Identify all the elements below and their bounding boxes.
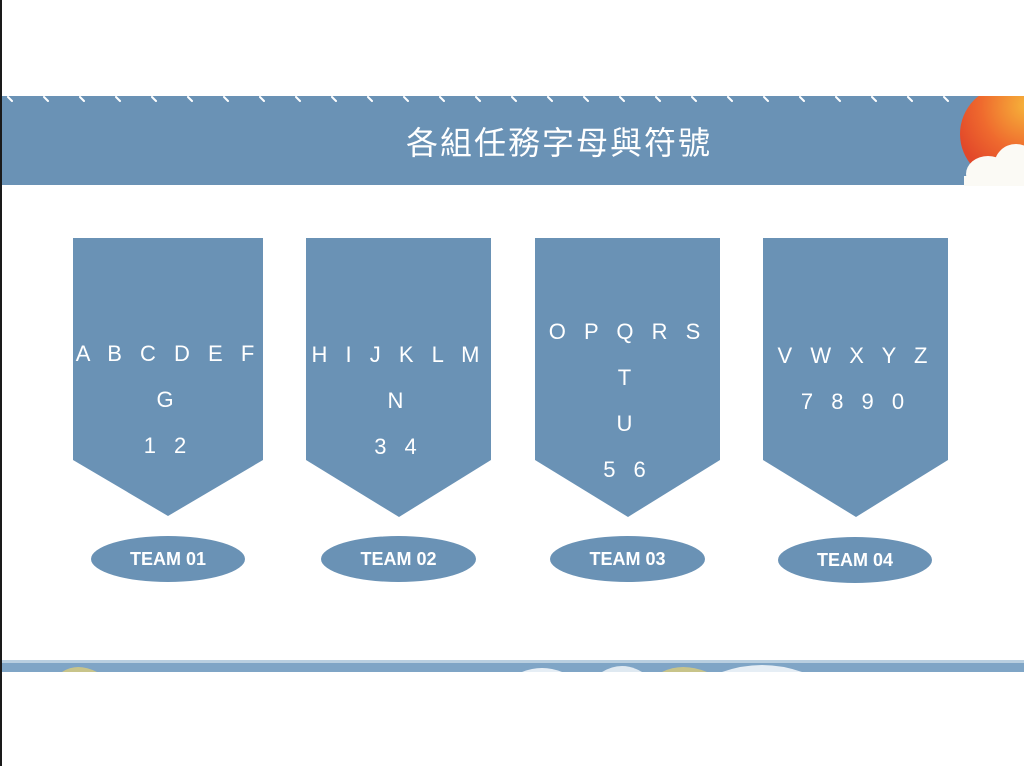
stitch-tick [7,96,13,102]
team-01-banner-shape [73,238,263,516]
stitch-tick [475,96,481,102]
team-02-card: H I J K L M N 3 4 [306,238,491,517]
stitch-tick [115,96,121,102]
bottom-decorative-strip [2,660,1024,672]
team-03-card: O P Q R S T U 5 6 [535,238,720,517]
stitch-tick [907,96,913,102]
stitch-tick [331,96,337,102]
stitch-tick [79,96,85,102]
stitch-tick [295,96,301,102]
stitch-tick [511,96,517,102]
team-03-letters-cont: U [616,411,639,436]
team-01-card: A B C D E F G 1 2 [73,238,263,516]
stitch-tick [583,96,589,102]
stitch-tick [43,96,49,102]
team-02-numbers: 3 4 [374,434,423,459]
team-03-banner-shape [535,238,720,517]
stitch-tick [691,96,697,102]
stitch-tick [439,96,445,102]
team-04-numbers: 7 8 9 0 [800,389,911,414]
title-bar-stitch-decoration [7,96,949,102]
team-01-letters: A B C D E F G [75,341,261,412]
stitch-tick [835,96,841,102]
team-02-banner-shape [306,238,491,517]
stitch-tick [799,96,805,102]
stitch-tick [367,96,373,102]
team-01-numbers: 1 2 [143,433,193,458]
team-02-label: TEAM 02 [321,536,476,582]
page-title: 各組任務字母與符號 [405,123,712,162]
team-02-letters: H I J K L M N [311,342,486,413]
stitch-tick [187,96,193,102]
sun-cloud-decoration [960,96,1024,186]
stitch-tick [403,96,409,102]
team-04-banner-shape [763,238,948,517]
team-03-label: TEAM 03 [550,536,705,582]
team-03-letters: O P Q R S T [548,319,707,390]
stitch-tick [151,96,157,102]
stitch-tick [619,96,625,102]
stitch-tick [655,96,661,102]
team-01-label: TEAM 01 [91,536,245,582]
title-bar: 各組任務字母與符號 [2,96,1024,185]
slide-left-border [0,0,2,766]
team-04-card: V W X Y Z 7 8 9 0 [763,238,948,517]
team-04-label: TEAM 04 [778,537,932,583]
stitch-tick [259,96,265,102]
stitch-tick [763,96,769,102]
stitch-tick [943,96,949,102]
team-04-letters: V W X Y Z [777,343,934,368]
stitch-tick [547,96,553,102]
stitch-tick [223,96,229,102]
team-03-numbers: 5 6 [603,457,652,482]
stitch-tick [871,96,877,102]
stitch-tick [727,96,733,102]
